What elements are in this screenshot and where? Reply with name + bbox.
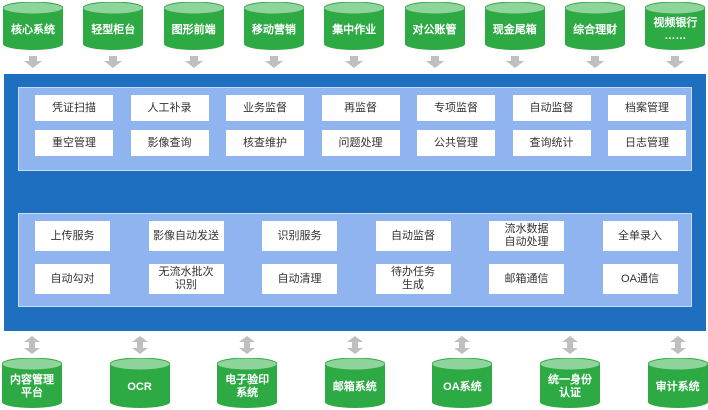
function-box: 影像查询 [130, 130, 209, 156]
function-box: 公共管理 [417, 130, 495, 156]
upstream-system-cylinder: 现金尾箱 [484, 2, 545, 50]
function-box: 全单录入 [602, 221, 678, 251]
system-label: 电子验印 系统 [225, 374, 270, 400]
automation-services-section: 上传服务 影像自动发送 识别服务 自动监督 流水数据 自动处理 全单录入自动勾对 无流水批次… [18, 213, 692, 307]
function-box: 档案管理 [608, 95, 686, 121]
function-box: 识别服务 [262, 221, 337, 251]
system-label: 移动营销 [251, 23, 296, 36]
downstream-system-cylinder: 内容管理 平台 [2, 358, 62, 408]
down-arrow-icon [586, 56, 605, 68]
function-box: 流水数据 自动处理 [489, 221, 564, 251]
down-arrow-icon [345, 56, 364, 68]
upstream-system-cylinder: 综合理财 [565, 2, 626, 50]
system-label: 轻型柜台 [91, 23, 136, 36]
function-box: 核查维护 [226, 130, 304, 156]
function-box: 无流水批次 识别 [148, 264, 224, 294]
downstream-system-cylinder: OA系统 [432, 358, 493, 408]
system-label: 对公账管 [412, 23, 457, 36]
cylinder-shape [432, 358, 493, 408]
cylinder-shape [243, 2, 304, 50]
function-box: 自动监督 [375, 221, 451, 251]
system-label: 统一身份 认证 [548, 374, 592, 400]
system-label: 现金尾箱 [492, 23, 537, 36]
bidirectional-arrow-icon [24, 336, 40, 354]
cylinder-shape [484, 2, 545, 50]
down-arrow-icon [425, 56, 444, 68]
downstream-system-cylinder: OCR [109, 358, 170, 408]
down-arrow-icon [264, 56, 283, 68]
downstream-system-cylinder: 统一身份 认证 [540, 358, 600, 408]
function-box: 业务监督 [226, 95, 304, 121]
bidirectional-arrow-icon [131, 336, 148, 354]
function-box: 自动勾对 [35, 264, 110, 294]
system-label: 内容管理 平台 [10, 374, 54, 400]
system-label: 综合理财 [573, 23, 618, 36]
cylinder-shape [2, 358, 62, 408]
function-box: 日志管理 [608, 130, 686, 156]
function-box: 影像自动发送 [148, 221, 224, 251]
upstream-system-cylinder: 集中作业 [324, 2, 385, 50]
function-box: 凭证扫描 [35, 95, 113, 121]
down-arrow-icon [24, 56, 42, 68]
function-box: 再监督 [321, 95, 400, 121]
upstream-system-cylinder: 轻型柜台 [83, 2, 144, 50]
system-label: 集中作业 [332, 23, 377, 36]
down-arrow-icon [666, 56, 685, 68]
cylinder-shape [647, 358, 708, 408]
system-label: 审计系统 [655, 380, 700, 393]
cylinder-shape [324, 358, 385, 408]
system-label: 图形前端 [171, 23, 216, 36]
down-arrow-icon [104, 56, 123, 68]
function-box: 问题处理 [321, 130, 400, 156]
system-label: 核心系统 [11, 23, 55, 36]
cylinder-shape [217, 358, 278, 408]
system-label: OCR [127, 380, 152, 393]
function-box: 人工补录 [130, 95, 209, 121]
cylinder-shape [565, 2, 626, 50]
platform-panel: 凭证扫描人工补录业务监督再监督专项监督自动监督档案管理重空管理影像查询核查维护问… [4, 74, 706, 331]
bidirectional-arrow-icon [562, 336, 578, 354]
function-box: 自动监督 [512, 95, 591, 121]
upstream-system-cylinder: 移动营销 [243, 2, 304, 50]
function-box: OA通信 [602, 264, 678, 294]
function-box: 邮箱通信 [489, 264, 564, 294]
function-box: 重空管理 [35, 130, 113, 156]
bidirectional-arrow-icon [454, 336, 471, 354]
system-label: OA系统 [443, 380, 482, 393]
downstream-system-cylinder: 审计系统 [647, 358, 708, 408]
cylinder-shape [324, 2, 385, 50]
function-box: 待办任务 生成 [375, 264, 451, 294]
function-box: 专项监督 [417, 95, 495, 121]
upstream-system-cylinder: 视频银行 …… [645, 2, 706, 50]
cylinder-shape [163, 2, 224, 50]
system-label: 邮箱系统 [332, 380, 377, 393]
business-functions-section: 凭证扫描人工补录业务监督再监督专项监督自动监督档案管理重空管理影像查询核查维护问… [18, 87, 692, 171]
bidirectional-arrow-icon [669, 336, 686, 354]
cylinder-shape [540, 358, 600, 408]
function-box: 自动清理 [262, 264, 337, 294]
cylinder-shape [3, 2, 63, 50]
function-box: 查询统计 [512, 130, 591, 156]
upstream-system-cylinder: 核心系统 [3, 2, 63, 50]
upstream-system-cylinder: 对公账管 [404, 2, 465, 50]
downstream-system-cylinder: 电子验印 系统 [217, 358, 278, 408]
system-label: 视频银行 …… [653, 17, 698, 43]
cylinder-shape [83, 2, 144, 50]
cylinder-shape [645, 2, 706, 50]
downstream-system-cylinder: 邮箱系统 [324, 358, 385, 408]
down-arrow-icon [184, 56, 203, 68]
down-arrow-icon [505, 56, 524, 68]
upstream-system-cylinder: 图形前端 [163, 2, 224, 50]
function-box: 上传服务 [35, 221, 110, 251]
bidirectional-arrow-icon [346, 336, 363, 354]
bidirectional-arrow-icon [239, 336, 256, 354]
cylinder-shape [404, 2, 465, 50]
cylinder-shape [109, 358, 170, 408]
